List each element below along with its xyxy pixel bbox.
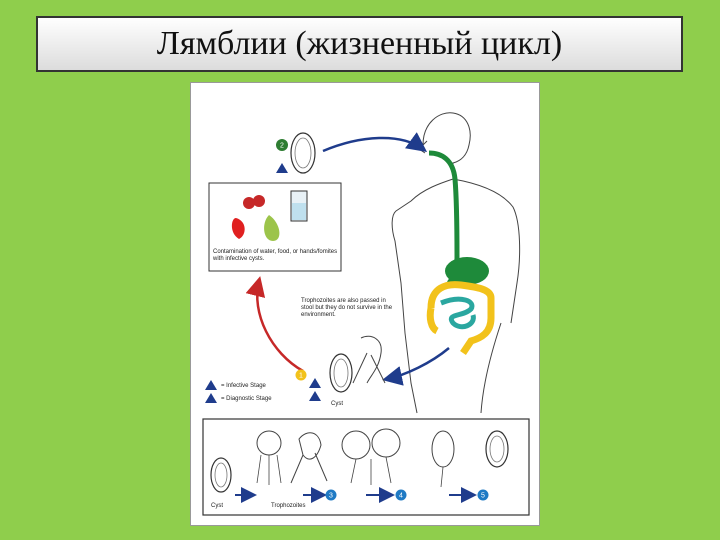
pear-shape bbox=[264, 215, 280, 241]
arrow-to-mouth bbox=[322, 132, 428, 153]
svg-text:3: 3 bbox=[329, 493, 333, 500]
svg-text:4: 4 bbox=[399, 493, 403, 500]
troph-stage-b bbox=[290, 432, 328, 484]
arrow-to-stool bbox=[382, 347, 450, 386]
step-2-badge bbox=[276, 139, 288, 151]
stomach-shape bbox=[445, 257, 489, 285]
trophozoites-label: Trophozoites bbox=[271, 503, 306, 509]
page-title: Лямблии (жизненный цикл) bbox=[156, 25, 563, 62]
trophozoite-stages-box bbox=[202, 418, 530, 516]
infective-marker-top bbox=[276, 163, 288, 173]
colon-shape bbox=[427, 281, 495, 355]
svg-text:5: 5 bbox=[481, 493, 485, 500]
life-cycle-figure: 2 1 bbox=[190, 82, 540, 526]
svg-text:1: 1 bbox=[299, 373, 303, 380]
step-1-badge bbox=[295, 369, 307, 381]
arrow-to-contamination bbox=[245, 276, 304, 373]
svg-text:2: 2 bbox=[280, 143, 284, 150]
legend-infective-icon bbox=[205, 380, 217, 390]
cyst-label-lower: Cyst bbox=[211, 503, 223, 509]
title-box: Лямблии (жизненный цикл) bbox=[36, 16, 683, 72]
small-intestine-shape bbox=[440, 296, 476, 330]
apple-shape bbox=[231, 218, 245, 239]
step-5-badge bbox=[477, 489, 489, 501]
cyst-image-stool bbox=[329, 353, 353, 393]
legend-diagnostic-label: = Diagnostic Stage bbox=[221, 396, 272, 402]
strawberry-shape bbox=[243, 197, 255, 209]
contamination-caption: Contamination of water, food, or hands/f… bbox=[213, 249, 338, 262]
trophozoite-image bbox=[352, 335, 386, 384]
trophozoite-note: Trophozoites are also passed in stool bu… bbox=[301, 298, 393, 318]
cyst-image-bottom bbox=[210, 457, 232, 493]
life-cycle-svg: 2 1 bbox=[202, 112, 530, 516]
legend-diagnostic-icon bbox=[205, 393, 217, 403]
step-3-badge bbox=[325, 489, 337, 501]
legend-infective-label: = Infective Stage bbox=[221, 383, 266, 389]
step-4-badge bbox=[395, 489, 407, 501]
cyst-label-upper: Cyst bbox=[331, 401, 343, 407]
